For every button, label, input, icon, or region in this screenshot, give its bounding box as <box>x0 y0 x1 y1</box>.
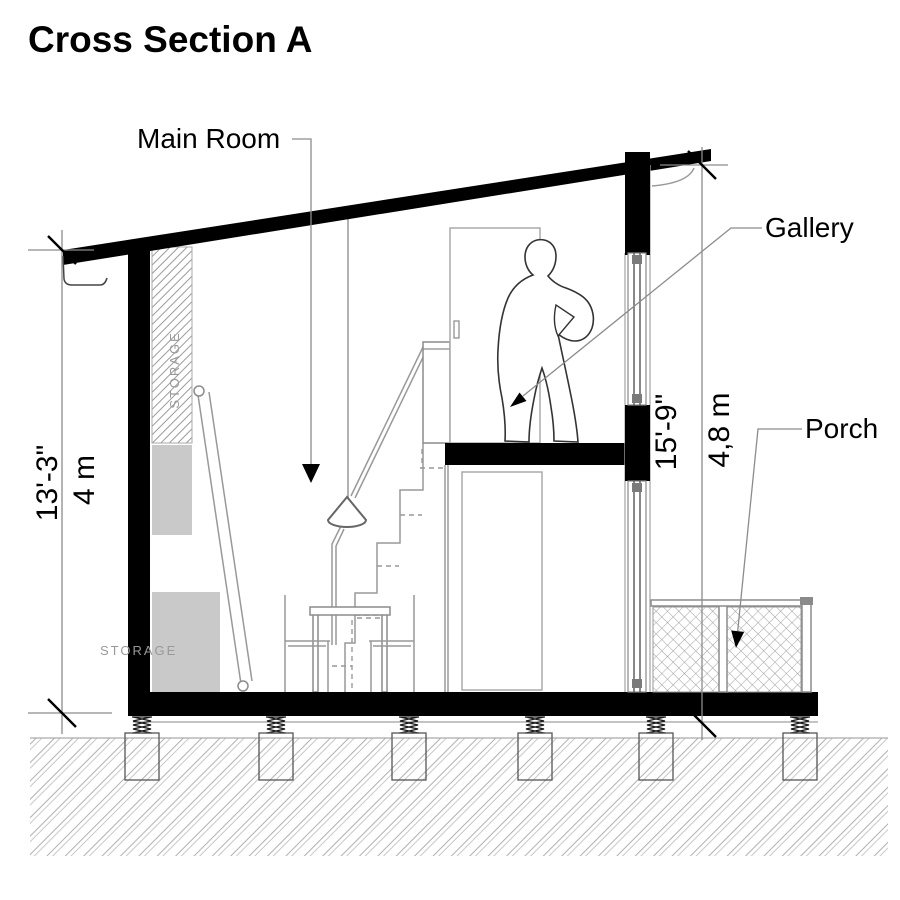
under-gallery-door <box>444 465 543 692</box>
chair-left <box>284 595 330 692</box>
window-lower <box>627 480 647 693</box>
dimension-left: 13'-3" 4 m <box>28 230 112 734</box>
arrow-down-icon <box>731 630 745 648</box>
page-title: Cross Section A <box>28 19 312 60</box>
window-upper <box>627 252 647 406</box>
lamp-shade-icon <box>326 495 368 528</box>
dimension-tick-icon <box>687 150 717 180</box>
arrow-down-icon <box>302 464 320 483</box>
dimension-left-metric: 4 m <box>68 455 101 505</box>
building-shell <box>62 149 818 716</box>
label-main-room: Main Room <box>137 123 280 154</box>
foundation-piles <box>124 716 818 781</box>
dimension-tick-icon <box>47 698 77 728</box>
left-wall <box>128 249 150 692</box>
storage-area: STORAGE <box>151 246 220 692</box>
stairs <box>332 443 446 692</box>
ladder <box>193 385 253 692</box>
railing-post <box>718 604 728 693</box>
porch-railing <box>650 597 813 693</box>
storage-shelf-hatched <box>151 246 193 444</box>
window-fitting <box>632 679 642 688</box>
leader-gallery: Gallery <box>510 212 854 407</box>
storage-box-lower <box>152 592 220 692</box>
dimension-right-imperial: 15'-9" <box>650 394 683 470</box>
label-porch: Porch <box>805 413 878 444</box>
dimension-left-imperial: 13'-3" <box>31 445 64 521</box>
roof <box>63 149 711 265</box>
storage-box-upper <box>152 445 192 535</box>
dimension-tick-icon <box>47 235 77 265</box>
storage-label-vertical: STORAGE <box>167 331 182 408</box>
stair-handrail <box>350 344 429 499</box>
arrow-diagonal-icon <box>510 392 527 407</box>
floor-slab <box>128 692 818 716</box>
right-wall-head <box>625 152 650 255</box>
window-fitting <box>632 394 642 403</box>
right-wall <box>624 152 651 693</box>
window-fitting <box>632 483 642 492</box>
railing-end-post <box>801 599 812 693</box>
railing-mesh-panel <box>652 606 720 693</box>
dimension-tick-icon <box>687 708 717 738</box>
lamp-stand <box>331 525 345 645</box>
ground-hatch <box>30 737 888 856</box>
dimension-right-metric: 4,8 m <box>703 392 736 467</box>
window-fitting <box>632 255 642 264</box>
railing-top-rail <box>650 599 811 607</box>
railing-post-cap <box>800 597 813 605</box>
leader-porch: Porch <box>731 413 878 648</box>
person-figure <box>496 238 595 443</box>
gutter-left <box>62 255 108 286</box>
dining-table <box>309 606 391 693</box>
storage-label-horizontal: STORAGE <box>100 643 177 658</box>
label-gallery: Gallery <box>765 212 854 243</box>
gallery-floor <box>445 443 630 465</box>
eave-right <box>651 167 695 187</box>
chair-right <box>369 595 415 692</box>
gallery-railing <box>422 341 451 444</box>
railing-mesh-panel <box>726 606 802 693</box>
gallery-edge-beam <box>625 405 650 481</box>
dimension-right: 15'-9" 4,8 m <box>650 147 736 740</box>
pendant-lamp <box>326 219 368 645</box>
door-handle <box>453 320 460 339</box>
leader-main-room: Main Room <box>137 123 320 483</box>
